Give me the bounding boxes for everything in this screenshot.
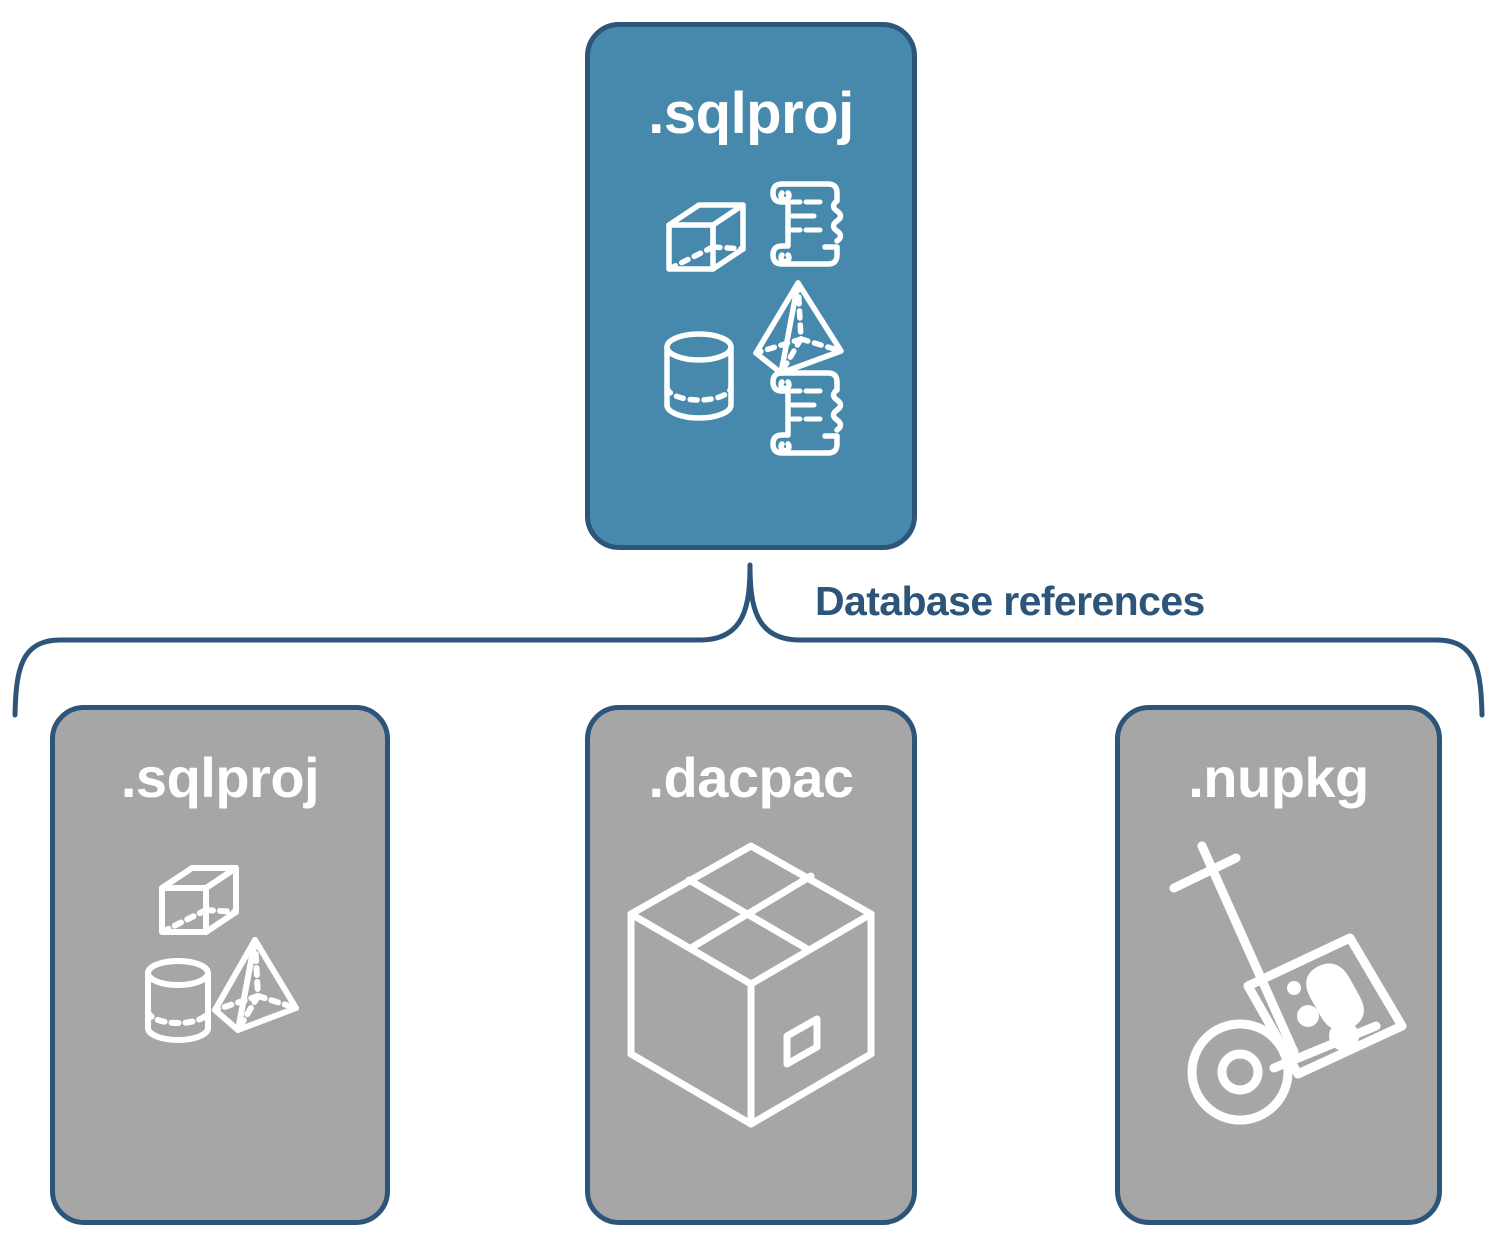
node-nupkg-reference[interactable]: .nupkg	[1115, 705, 1442, 1225]
scroll-icon	[770, 181, 844, 267]
package-box-icon	[627, 842, 875, 1128]
pyramid-icon	[753, 280, 844, 376]
node-title: .dacpac	[648, 746, 854, 809]
cube-icon	[159, 865, 239, 935]
node-icon-group	[590, 840, 912, 1130]
node-icon-group	[590, 177, 912, 456]
node-icon-group	[55, 860, 385, 1060]
node-title: .nupkg	[1188, 746, 1369, 809]
pyramid-icon	[212, 937, 299, 1033]
node-title: .sqlproj	[120, 746, 320, 809]
scroll-icon	[770, 370, 844, 456]
nuget-package-icon	[1243, 933, 1406, 1079]
node-sqlproj-root[interactable]: .sqlproj	[585, 22, 917, 550]
node-title: .sqlproj	[648, 81, 854, 146]
node-dacpac-reference[interactable]: .dacpac	[585, 705, 917, 1225]
node-sqlproj-reference[interactable]: .sqlproj	[50, 705, 390, 1225]
node-icon-group	[1120, 840, 1437, 1130]
cylinder-icon	[664, 331, 734, 421]
cylinder-icon	[145, 958, 211, 1043]
connector-label: Database references	[815, 578, 1205, 624]
cube-icon	[666, 202, 746, 272]
